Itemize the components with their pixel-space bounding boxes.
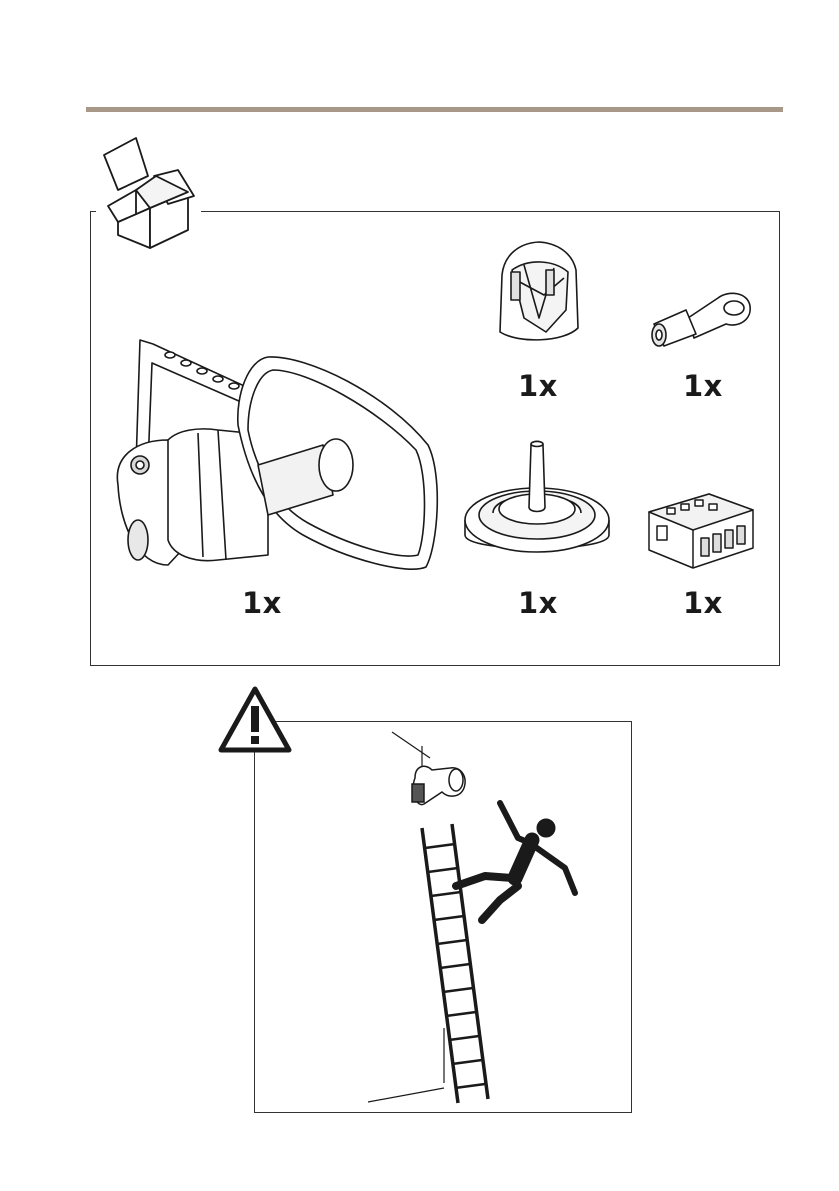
quantity-cable-gasket: 1x (518, 372, 558, 401)
fall-from-ladder-illustration (360, 728, 590, 1108)
ring-terminal-illustration (648, 288, 758, 350)
quantity-ring-terminal: 1x (683, 372, 723, 401)
connector-illustration (645, 490, 757, 572)
quantity-connector: 1x (683, 589, 723, 618)
warning-triangle-icon (218, 686, 292, 754)
horn-speaker-illustration (108, 335, 443, 575)
quantity-horn-speaker: 1x (242, 589, 282, 618)
quantity-cable-grommet: 1x (518, 589, 558, 618)
grommet-illustration (463, 435, 611, 570)
header-rule (86, 107, 783, 112)
open-box-icon (96, 130, 201, 250)
gasket-illustration (494, 240, 584, 350)
